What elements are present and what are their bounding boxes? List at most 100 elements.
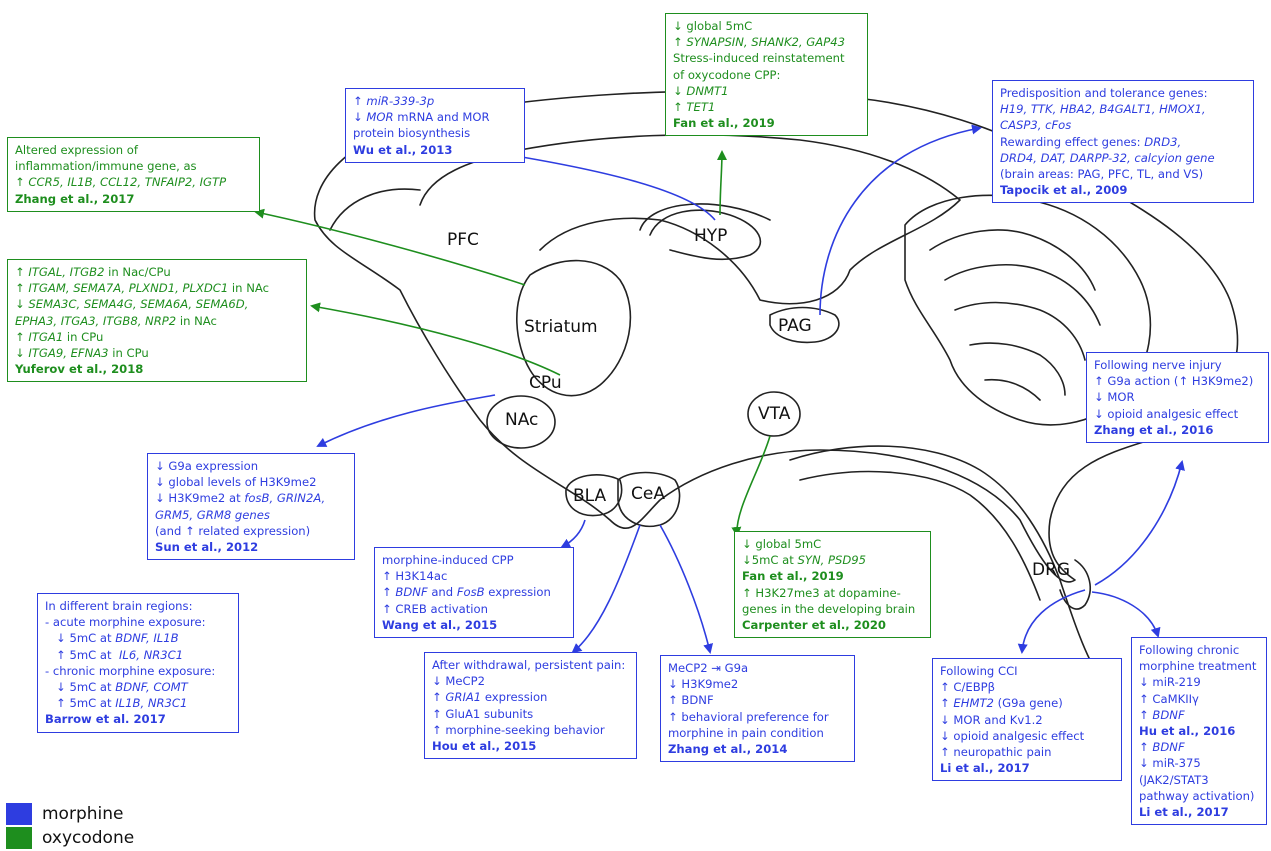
- annotation-text: Predisposition and tolerance genes:: [1000, 86, 1208, 100]
- citation: Wu et al., 2013: [353, 142, 453, 157]
- annotation-line: Zhang et al., 2016: [1094, 422, 1261, 438]
- annotation-line: ↑ CCR5, IL1B, CCL12, TNFAIP2, IGTP: [15, 174, 252, 190]
- annotation-line: ↑ BDNF: [668, 692, 847, 708]
- gene-name: BDNF: [395, 585, 428, 600]
- annotation-line: ↑ CREB activation: [382, 601, 566, 617]
- legend-morphine-swatch: [6, 803, 32, 825]
- annotation-line: ↑ miR-339-3p: [353, 93, 517, 109]
- region-label-drg: DRG: [1032, 560, 1071, 580]
- annotation-text: ↑: [15, 281, 29, 296]
- annotation-line: After withdrawal, persistent pain:: [432, 657, 629, 673]
- annotation-text: ↑ H3K14ac: [382, 569, 448, 584]
- annotation-line: ↓ MeCP2: [432, 673, 629, 689]
- citation: Zhang et al., 2017: [15, 191, 135, 206]
- gene-name: ITGA1: [28, 329, 64, 344]
- annotation-line: ↓ miR-219: [1139, 674, 1259, 690]
- annotation-box-sun2012: ↓ G9a expression↓ global levels of H3K9m…: [147, 453, 355, 561]
- annotation-text: ↓ global levels of H3K9me2: [155, 475, 317, 490]
- annotation-text: (brain areas: PAG, PFC, TL, and VS): [1000, 167, 1204, 182]
- gene-name: H19, TTK, HBA2, B4GALT1, HMOX1,: [1000, 102, 1206, 117]
- annotation-text: - acute morphine exposure:: [45, 615, 206, 630]
- annotation-line: ↑ ITGA1 in CPu: [15, 329, 299, 345]
- annotation-line: Sun et al., 2012: [155, 539, 347, 555]
- gene-name: ITGA9, EFNA3: [28, 346, 109, 361]
- citation: Wang et al., 2015: [382, 617, 498, 632]
- annotation-text: ↑ neuropathic pain: [940, 745, 1052, 760]
- legend-morphine: morphine: [6, 803, 123, 825]
- annotation-text: ↑: [940, 696, 954, 711]
- annotation-text: ↑ 5mC at: [45, 696, 116, 711]
- annotation-line: ↓ 5mC at BDNF, COMT: [45, 679, 231, 695]
- annotation-text: ↑ CREB activation: [382, 601, 488, 616]
- annotation-text: ↑: [1139, 707, 1153, 722]
- citation: Carpenter et al., 2020: [742, 618, 886, 633]
- annotation-text: ↑ CaMKIIγ: [1139, 691, 1199, 706]
- annotation-text: ↑: [673, 35, 687, 50]
- arrow-drg-to-zhang2016: [1094, 460, 1185, 586]
- annotation-text: (and ↑ related expression): [155, 523, 311, 538]
- annotation-box-tapocik2009: Predisposition and tolerance genes: H19, …: [992, 80, 1254, 204]
- annotation-line: of oxycodone CPP:: [673, 67, 860, 83]
- annotation-box-wang2015: morphine-induced CPP↑ H3K14ac↑ BDNF and …: [374, 547, 574, 639]
- gene-name: EPHA3, ITGA3, ITGB8, NRP2: [15, 313, 177, 328]
- annotation-line: ↓ ITGA9, EFNA3 in CPu: [15, 345, 299, 361]
- annotation-line: ↑ G9a action (↑ H3K9me2): [1094, 373, 1261, 389]
- annotation-line: Wu et al., 2013: [353, 142, 517, 158]
- gene-name: MOR: [366, 110, 394, 125]
- gene-name: GRM5, GRM8 genes: [155, 507, 270, 522]
- annotation-line: In different brain regions:: [45, 598, 231, 614]
- region-label-pfc: PFC: [447, 230, 479, 250]
- region-label-bla: BLA: [573, 486, 607, 506]
- arrow-striatum-to-zhang2017: [254, 208, 526, 286]
- bla-shape: [565, 474, 623, 517]
- annotation-line: Li et al., 2017: [940, 760, 1114, 776]
- annotation-text: in CPu: [108, 346, 149, 361]
- annotation-line: Wang et al., 2015: [382, 617, 566, 633]
- annotation-line: ↑ SYNAPSIN, SHANK2, GAP43: [673, 34, 860, 50]
- annotation-text: of oxycodone CPP:: [673, 67, 781, 82]
- gene-name: ITGAL, ITGB2: [28, 265, 105, 279]
- annotation-line: Stress-induced reinstatement: [673, 50, 860, 66]
- annotation-line: ↑ BDNF: [1139, 707, 1259, 723]
- vta-shape: [747, 391, 801, 437]
- citation: Sun et al., 2012: [155, 540, 259, 555]
- annotation-text: In different brain regions:: [45, 599, 193, 613]
- citation: Hu et al., 2016: [1139, 724, 1236, 739]
- annotation-line: ↑ 5mC at IL1B, NR3C1: [45, 695, 231, 711]
- arrow-nac-to-sun2012: [316, 394, 496, 447]
- annotation-text: inflammation/immune gene, as: [15, 159, 197, 174]
- annotation-text: ↓ global 5mC: [742, 537, 822, 551]
- gene-name: DNMT1: [686, 83, 729, 98]
- annotation-line: ↓ SEMA3C, SEMA4G, SEMA6A, SEMA6D,: [15, 296, 299, 312]
- striatum-shape: [516, 259, 632, 397]
- annotation-line: ↓ H3K9me2 at fosB, GRIN2A,: [155, 490, 347, 506]
- annotation-text: ↓ MeCP2: [432, 674, 485, 689]
- region-label-pag: PAG: [778, 316, 812, 336]
- annotation-line: Following nerve injury: [1094, 357, 1261, 373]
- annotation-line: ↑ H3K27me3 at dopamine-: [742, 585, 923, 601]
- annotation-box-li2017-cci: Following CCI↑ C/EBPβ↑ EHMT2 (G9a gene)↓…: [932, 658, 1122, 782]
- arrow-drg-to-li2017: [1017, 589, 1086, 654]
- gene-name: ITGAM, SEMA7A, PLXND1, PLXDC1: [28, 281, 229, 296]
- legend-oxycodone-swatch: [6, 827, 32, 849]
- region-label-vta: VTA: [758, 404, 791, 424]
- arrow-bla-to-wang2015: [560, 519, 586, 548]
- annotation-line: ↑ TET1: [673, 99, 860, 115]
- annotation-line: Following CCI: [940, 663, 1114, 679]
- annotation-line: (brain areas: PAG, PFC, TL, and VS): [1000, 166, 1246, 182]
- region-label-cpu: CPu: [529, 373, 562, 393]
- annotation-text: ↓ miR-219: [1139, 675, 1201, 690]
- arrow-hyp-to-fan2019: [716, 150, 727, 216]
- annotation-text: ↑ BDNF: [668, 693, 714, 708]
- annotation-text: ↓: [353, 110, 367, 125]
- annotation-line: CASP3, cFos: [1000, 117, 1246, 133]
- annotation-text: ↓ MOR and Kv1.2: [940, 712, 1043, 727]
- citation: Hou et al., 2015: [432, 739, 537, 754]
- annotation-text: in Nac/CPu: [104, 265, 171, 279]
- annotation-text: Stress-induced reinstatement: [673, 51, 845, 66]
- annotation-line: Following chronic: [1139, 642, 1259, 658]
